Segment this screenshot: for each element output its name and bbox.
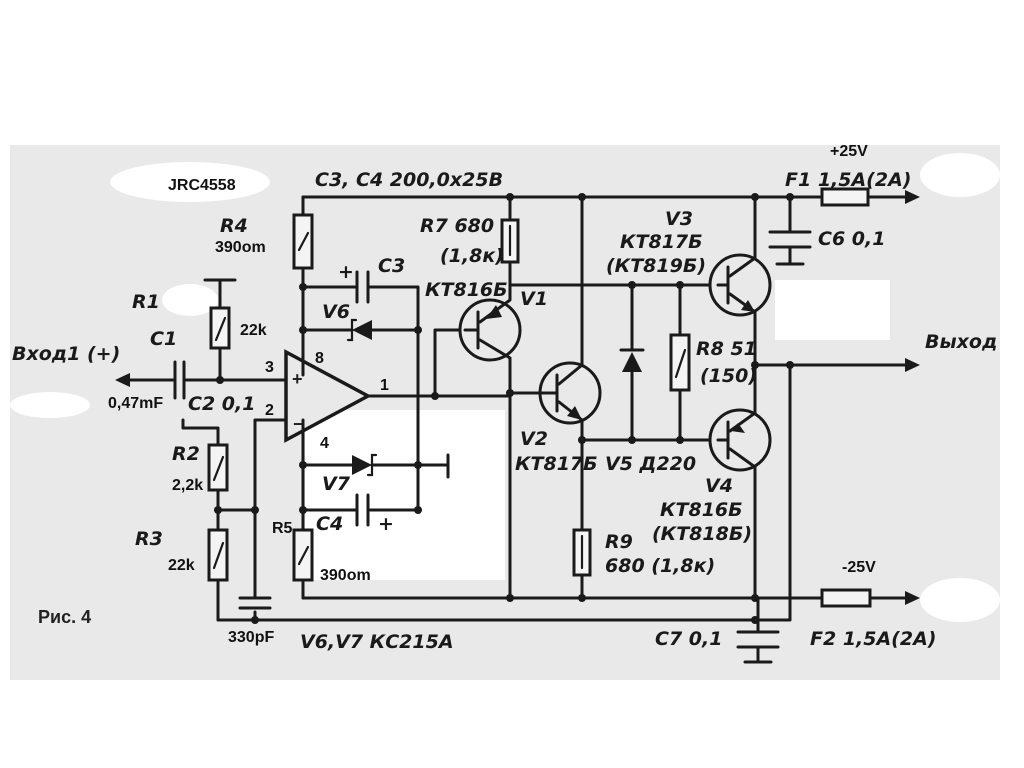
output-label: Выход bbox=[925, 331, 997, 353]
c2-ref-label: C2 0,1 bbox=[188, 393, 255, 415]
v3-emitter-arrow bbox=[741, 300, 755, 312]
v4-emitter-arrow bbox=[731, 423, 745, 433]
label-patch bbox=[110, 162, 270, 202]
v3-alt-label: (КТ819Б) bbox=[606, 255, 706, 277]
negative-rail-arrow bbox=[905, 591, 920, 605]
pin-4-label: 4 bbox=[320, 435, 329, 452]
v7-zener-bar bbox=[366, 453, 378, 477]
v1-type-label: КТ816Б bbox=[425, 279, 508, 301]
pin-1-label: 1 bbox=[380, 377, 389, 394]
r5-slash bbox=[297, 545, 310, 566]
opamp-symbol bbox=[284, 349, 372, 443]
zener-note-label: V6,V7 КС215А bbox=[300, 631, 454, 653]
r3-slash bbox=[212, 541, 225, 570]
v3-ref-label: V3 bbox=[665, 208, 693, 230]
v2-collector bbox=[557, 363, 584, 386]
v5-ref-label: V5 Д220 bbox=[605, 453, 696, 475]
r9-value-label: 680 (1,8к) bbox=[605, 555, 715, 577]
c3-ref-label: C3 bbox=[378, 255, 405, 277]
midpoint-ground-wire bbox=[416, 453, 450, 479]
label-patch bbox=[775, 280, 890, 340]
c1-value-label: 0,47mF bbox=[108, 395, 163, 412]
r8-ref-label: R8 51 bbox=[696, 338, 757, 360]
r2-slash bbox=[212, 455, 225, 482]
v1-emitter-arrow bbox=[486, 305, 502, 319]
v6-zener-bar bbox=[346, 318, 358, 342]
negative-supply-label: -25V bbox=[842, 559, 876, 576]
opamp-plus-sign: + bbox=[292, 369, 303, 389]
c4-sign-label: + bbox=[378, 513, 394, 535]
v6-zener-diode bbox=[352, 320, 372, 340]
c5-value-label: 330pF bbox=[228, 629, 274, 646]
feedback-ground-wire bbox=[216, 363, 792, 622]
r1-wire bbox=[203, 278, 237, 382]
c3-branch-wire bbox=[301, 285, 420, 512]
pin-3-label: 3 bbox=[265, 359, 274, 376]
f2-fuse bbox=[820, 588, 872, 608]
pin-2-label: 2 bbox=[265, 402, 274, 419]
v3-transistor-body bbox=[708, 253, 772, 317]
v3-type-label: КТ817Б bbox=[620, 231, 703, 253]
r9-ref-label: R9 bbox=[605, 531, 633, 553]
c7-ref-label: C7 0,1 bbox=[655, 628, 722, 650]
v7-zener-diode bbox=[352, 455, 372, 475]
c1-ref-label: C1 bbox=[150, 328, 177, 350]
r4-ref-label: R4 bbox=[220, 215, 248, 237]
fuse1-label: F1 1,5А(2А) bbox=[785, 169, 911, 191]
opamp-minus-sign: − bbox=[293, 414, 304, 434]
v4-type-label: КТ816Б bbox=[660, 499, 743, 521]
v2-ref-label: V2 bbox=[520, 428, 548, 450]
r1-ref-label: R1 bbox=[132, 291, 160, 313]
r7-ref-label: R7 680 bbox=[420, 215, 494, 237]
v1-transistor-body bbox=[458, 298, 522, 362]
r5-value-label: 390om bbox=[320, 567, 371, 584]
v7-ref-label: V7 bbox=[322, 473, 351, 495]
output-arrow bbox=[905, 358, 920, 372]
r8-slash bbox=[674, 348, 687, 379]
r3-ref-label: R3 bbox=[135, 528, 163, 550]
r3-value-label: 22k bbox=[168, 557, 195, 574]
v1-collector bbox=[478, 338, 512, 360]
r5-ref-label: R5 bbox=[272, 520, 293, 537]
f1-fuse bbox=[820, 187, 870, 207]
positive-supply-label: +25V bbox=[830, 143, 868, 160]
v6-ref-label: V6 bbox=[322, 301, 350, 323]
fuse2-label: F2 1,5А(2А) bbox=[810, 628, 936, 650]
v1-ref-label: V1 bbox=[520, 288, 548, 310]
v4-ref-label: V4 bbox=[705, 475, 733, 497]
v3-collector bbox=[728, 195, 757, 278]
chip-title: JRC4558 bbox=[168, 177, 236, 194]
r4-value-label: 390om bbox=[215, 239, 266, 256]
r1-value-label: 22k bbox=[240, 322, 267, 339]
v5-diode bbox=[622, 352, 642, 372]
c6-ref-label: C6 0,1 bbox=[818, 228, 885, 250]
junction-dots bbox=[214, 193, 794, 624]
label-patch bbox=[920, 578, 1000, 622]
pin-8-label: 8 bbox=[315, 350, 324, 367]
c3-sign-label: + bbox=[338, 261, 354, 283]
label-patch bbox=[162, 284, 218, 316]
positive-rail-arrow bbox=[905, 190, 920, 204]
r1-slash bbox=[214, 316, 227, 342]
label-patch bbox=[920, 153, 1000, 197]
label-patch bbox=[305, 410, 505, 580]
label-patch bbox=[10, 392, 90, 418]
capacitor-header-label: С3, С4 200,0х25В bbox=[315, 169, 503, 191]
r2-ref-label: R2 bbox=[172, 443, 200, 465]
v4-transistor-body bbox=[708, 408, 772, 472]
r7-value-label: (1,8к) bbox=[440, 245, 504, 267]
input-arrow bbox=[115, 373, 130, 387]
r2-value-label: 2,2k bbox=[172, 477, 203, 494]
c4-ref-label: C4 bbox=[316, 513, 343, 535]
v2-type-label: КТ817Б bbox=[515, 453, 598, 475]
r8-value-label: (150) bbox=[700, 365, 757, 387]
input-label: Вход1 (+) bbox=[12, 343, 120, 365]
r4-slash bbox=[297, 231, 310, 252]
v4-alt-label: (КТ818Б) bbox=[652, 523, 752, 545]
v4-collector bbox=[728, 447, 757, 600]
figure-label: Рис. 4 bbox=[38, 607, 91, 627]
v2-emitter-arrow bbox=[567, 406, 582, 420]
